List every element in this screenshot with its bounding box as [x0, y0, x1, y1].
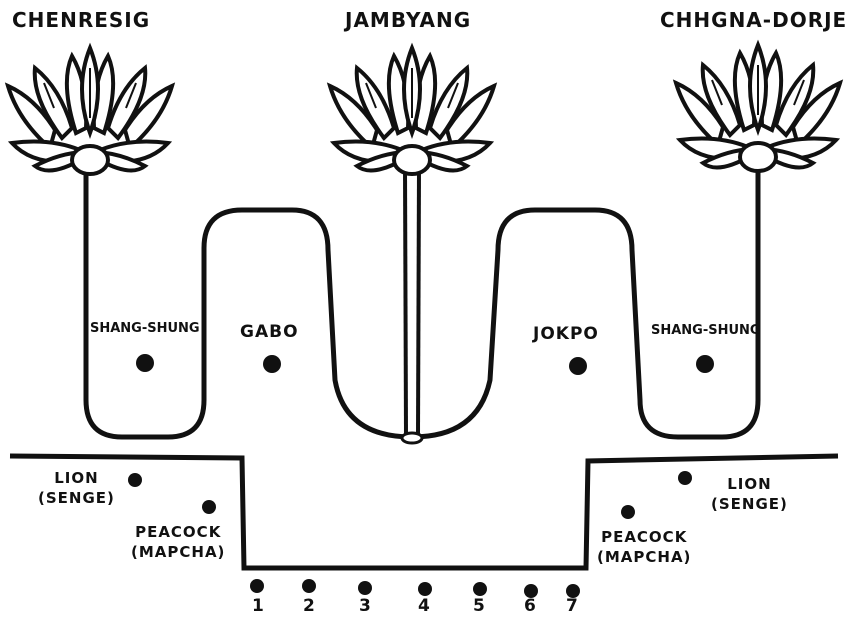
deity-label-chhgna-dorje: CHHGNA-DORJE	[660, 8, 847, 32]
dot-jokpo	[569, 357, 587, 375]
deity-label-chenresig: CHENRESIG	[12, 8, 150, 32]
number-label-5: 5	[473, 596, 486, 616]
animal-label-peacock-right: PEACOCK (MAPCHA)	[597, 527, 691, 567]
deity-label-jambyang: JAMBYANG	[345, 8, 471, 32]
place-label-shang-shung-right: SHANG-SHUNG	[651, 323, 761, 338]
central-stem-right	[418, 168, 419, 436]
place-label-shang-shung-left: SHANG-SHUNG	[90, 321, 200, 336]
peacock-left-alt: (MAPCHA)	[131, 542, 225, 562]
place-label-jokpo: JOKPO	[533, 324, 599, 344]
dot-number-2	[302, 579, 316, 593]
lion-left-alt: (SENGE)	[38, 488, 115, 508]
dot-peacock-left	[202, 500, 216, 514]
number-label-4: 4	[418, 596, 431, 616]
dot-gabo	[263, 355, 281, 373]
dot-number-5	[473, 582, 487, 596]
number-label-2: 2	[303, 596, 316, 616]
dot-shang-shung-left	[136, 354, 154, 372]
animal-label-lion-left: LION (SENGE)	[38, 468, 115, 508]
lotus-flower-right-icon	[676, 45, 840, 171]
lotus-flower-center-icon	[330, 48, 494, 174]
animal-label-peacock-left: PEACOCK (MAPCHA)	[131, 522, 225, 562]
central-stem-left	[405, 168, 406, 436]
dot-number-1	[250, 579, 264, 593]
dot-number-3	[358, 581, 372, 595]
lion-right-name: LION	[711, 474, 788, 494]
dot-number-4	[418, 582, 432, 596]
place-label-gabo: GABO	[240, 322, 299, 342]
lion-right-alt: (SENGE)	[711, 494, 788, 514]
number-label-6: 6	[524, 596, 537, 616]
number-label-1: 1	[252, 596, 265, 616]
dot-shang-shung-right	[696, 355, 714, 373]
peacock-left-name: PEACOCK	[131, 522, 225, 542]
number-label-3: 3	[359, 596, 372, 616]
peacock-right-alt: (MAPCHA)	[597, 547, 691, 567]
left-channel	[86, 166, 758, 437]
number-label-7: 7	[566, 596, 579, 616]
lotus-flower-left-icon	[8, 48, 172, 174]
dot-peacock-right	[621, 505, 635, 519]
lion-left-name: LION	[38, 468, 115, 488]
dot-lion-left	[128, 473, 142, 487]
dot-lion-right	[678, 471, 692, 485]
peacock-right-name: PEACOCK	[597, 527, 691, 547]
animal-label-lion-right: LION (SENGE)	[711, 474, 788, 514]
